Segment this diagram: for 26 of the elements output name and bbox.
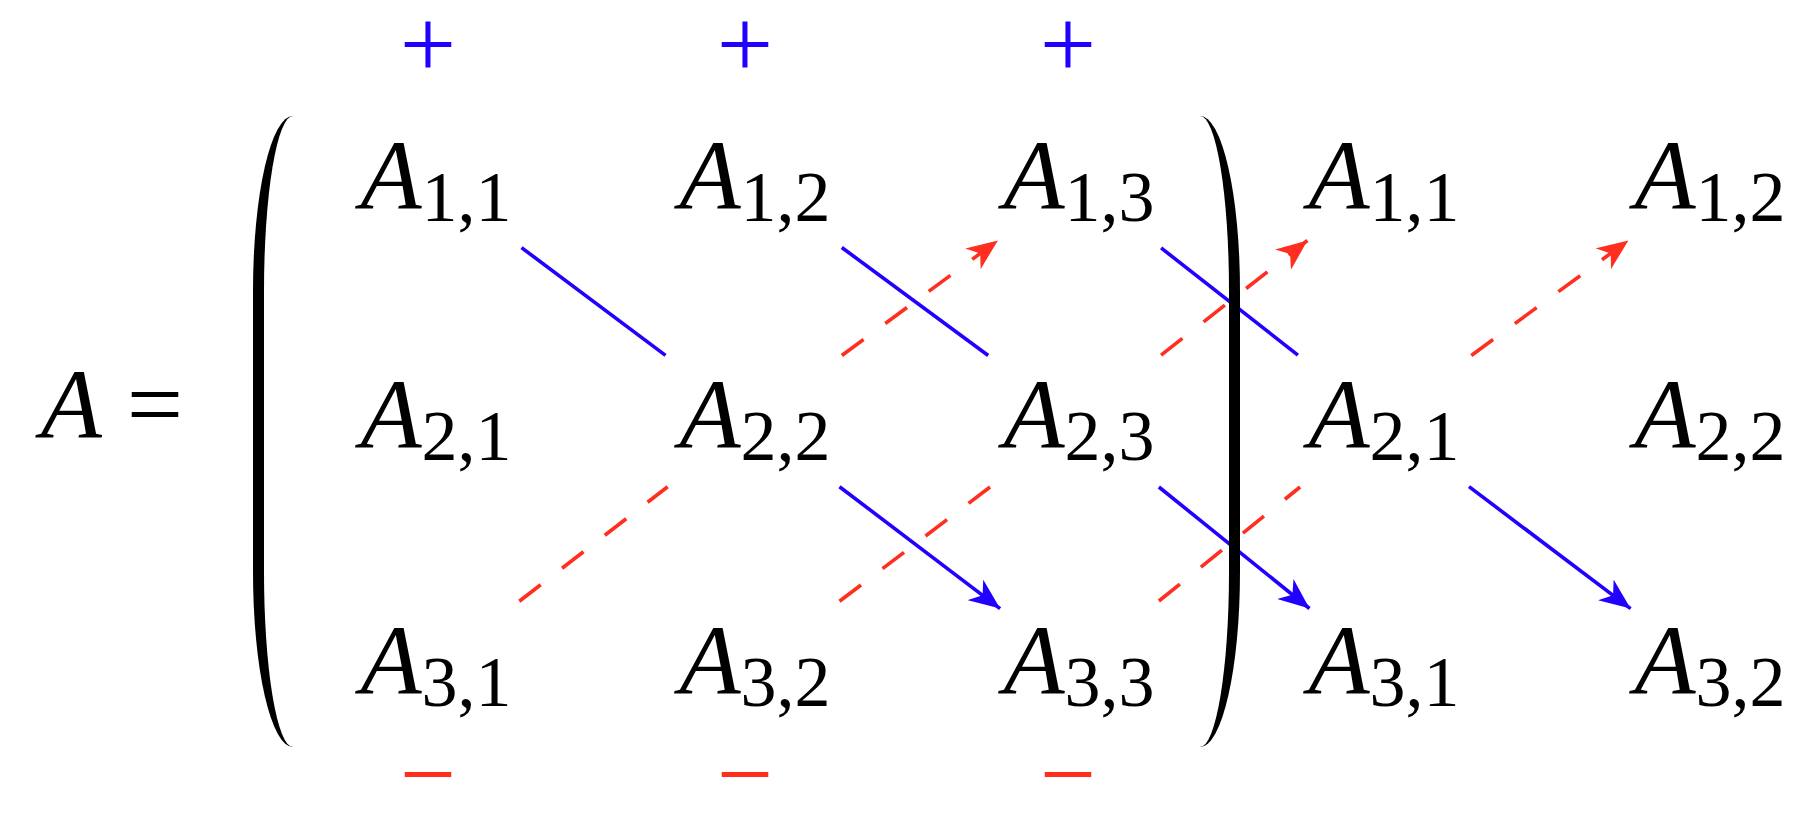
matrix-entry: A$_{3,1}$: [348, 611, 520, 723]
minus-sign: −: [399, 735, 457, 815]
line: [520, 246, 667, 357]
matrix-entry: A$_{2,1}$: [348, 365, 520, 477]
matrix-entry: A$_{3,3}$: [991, 611, 1163, 723]
plus-sign: +: [1039, 5, 1097, 85]
dashed-arrow: [1470, 238, 1630, 357]
matrix-entry: A$_{2,1}$: [1296, 365, 1468, 477]
matrix-entry: A$_{2,3}$: [991, 365, 1163, 477]
dashed-line: [518, 485, 669, 603]
arrow: [1467, 485, 1632, 611]
matrix-entry: A$_{1,1}$: [348, 126, 520, 238]
matrix-entry: A$_{1,1}$: [1296, 126, 1468, 238]
minus-sign: −: [716, 735, 774, 815]
matrix-entry: A$_{2,2}$: [667, 365, 839, 477]
matrix-entry: A$_{1,3}$: [991, 126, 1163, 238]
matrix-entry: A$_{1,2}$: [1622, 126, 1794, 238]
plus-sign: +: [399, 5, 457, 85]
matrix-entry: A$_{2,2}$: [1622, 365, 1794, 477]
matrix-entry: A$_{3,2}$: [667, 611, 839, 723]
matrix-entry: A$_{3,2}$: [1622, 611, 1794, 723]
plus-sign: +: [716, 5, 774, 85]
minus-sign: −: [1039, 735, 1097, 815]
matrix-label: A =: [28, 355, 192, 467]
matrix-entry: A$_{3,1}$: [1296, 611, 1468, 723]
matrix-entry: A$_{1,2}$: [667, 126, 839, 238]
